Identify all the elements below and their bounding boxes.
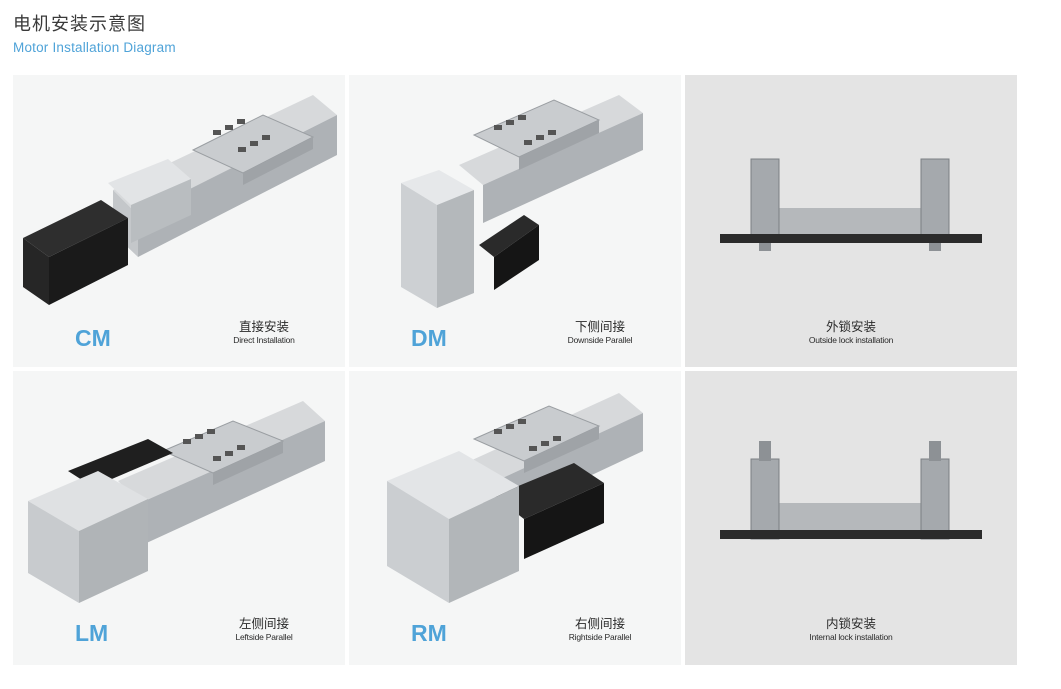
panel-code: RM	[411, 620, 447, 646]
panel-caption: 下侧间接 Downside Parallel	[535, 319, 665, 346]
panel-caption: 直接安装 Direct Installation	[199, 319, 329, 346]
panel-caption: 右侧间接 Rightside Parallel	[535, 616, 665, 643]
installation-grid: CM 直接安装 Direct Installation DM 下侧间接 Down…	[13, 75, 1017, 665]
panel-internal-lock: 内锁安装 Internal lock installation	[685, 371, 1017, 665]
caption-en: Outside lock installation	[808, 335, 894, 345]
caption-en: Direct Installation	[233, 335, 295, 345]
panel-lm: LM 左侧间接 Leftside Parallel	[13, 371, 345, 665]
panel-code: DM	[411, 325, 447, 351]
panel-dm: DM 下侧间接 Downside Parallel	[349, 75, 681, 367]
caption-cn: 外锁安装	[825, 319, 876, 334]
rm-actuator-image	[387, 393, 643, 603]
page-title-cn: 电机安装示意图	[13, 14, 146, 35]
panel-rm: RM 右侧间接 Rightside Parallel	[349, 371, 681, 665]
caption-en: Internal lock installation	[809, 632, 893, 642]
page-title-en: Motor Installation Diagram	[13, 40, 176, 55]
panel-cm: CM 直接安装 Direct Installation	[13, 75, 345, 367]
outside-lock-diagram	[720, 158, 982, 251]
caption-cn: 右侧间接	[574, 616, 625, 631]
internal-lock-diagram	[720, 441, 982, 540]
panel-outside-lock: 外锁安装 Outside lock installation	[685, 75, 1017, 367]
caption-cn: 左侧间接	[238, 616, 289, 631]
caption-en: Downside Parallel	[567, 335, 633, 345]
caption-cn: 下侧间接	[574, 319, 625, 334]
cm-actuator-image	[23, 95, 337, 305]
panel-code: LM	[75, 620, 109, 646]
caption-en: Leftside Parallel	[235, 632, 293, 642]
dm-actuator-image	[401, 95, 643, 308]
panel-caption: 左侧间接 Leftside Parallel	[199, 616, 329, 643]
caption-cn: 内锁安装	[825, 616, 876, 631]
panel-caption: 外锁安装 Outside lock installation	[685, 319, 1017, 346]
caption-cn: 直接安装	[238, 319, 289, 334]
lm-actuator-image	[28, 401, 325, 603]
panel-caption: 内锁安装 Internal lock installation	[685, 616, 1017, 643]
caption-en: Rightside Parallel	[568, 632, 632, 642]
panel-code: CM	[75, 325, 111, 351]
